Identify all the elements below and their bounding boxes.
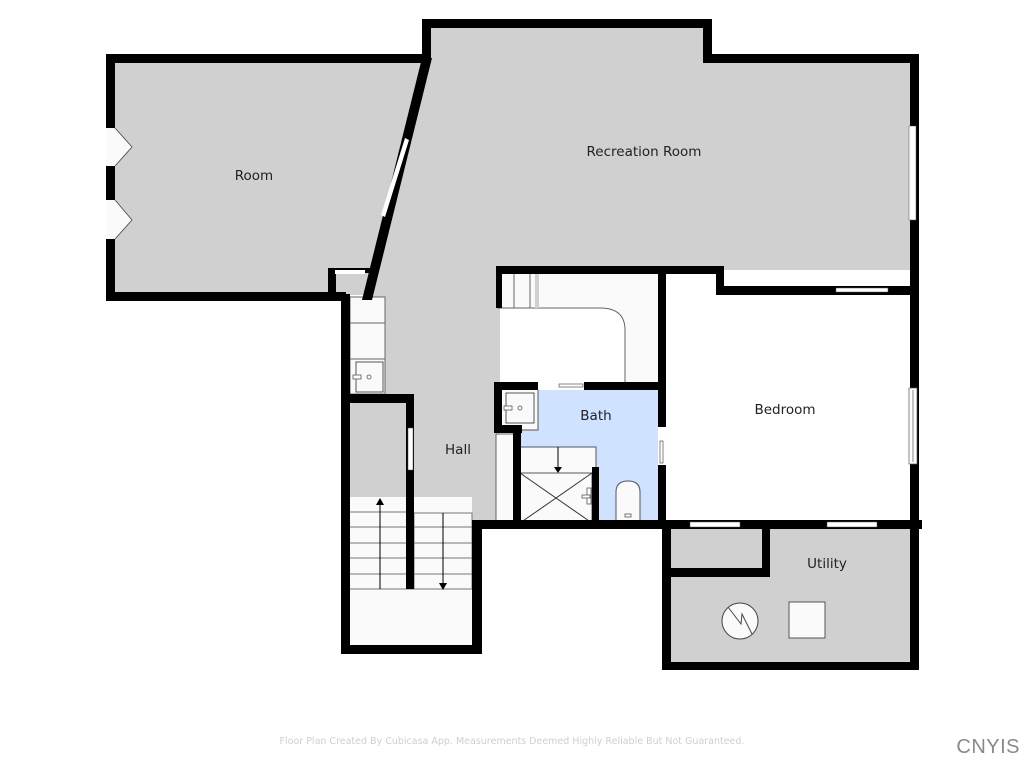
- stairs-down-icon: [413, 512, 473, 590]
- door-icon: [106, 128, 132, 166]
- linen-shelf: [495, 433, 515, 524]
- door-icon: [106, 200, 132, 239]
- bath-label: Bath: [580, 408, 611, 424]
- sink-icon: [352, 361, 384, 393]
- windows: [106, 125, 918, 528]
- closet-floor: [350, 400, 410, 500]
- disclaimer-text: Floor Plan Created By Cubicasa App. Meas…: [279, 736, 745, 747]
- room-label: Room: [235, 168, 273, 184]
- bedroom-label: Bedroom: [754, 402, 815, 418]
- water-heater-icon: [721, 602, 759, 640]
- watermark-logo: CNYIS: [956, 736, 1020, 758]
- room-floor: [112, 60, 426, 295]
- shower-icon: [519, 446, 597, 524]
- toilet-icon: [615, 480, 641, 524]
- sink-icon: [503, 392, 535, 424]
- hall-label: Hall: [445, 442, 471, 458]
- furnace-icon: [788, 601, 826, 639]
- hall-floor: [410, 270, 500, 525]
- bedroom-floor: [664, 270, 914, 525]
- utility-label: Utility: [807, 556, 847, 572]
- kitchen-counter: [497, 269, 661, 386]
- recreation-room-label: Recreation Room: [587, 144, 702, 160]
- recreation-room-floor: [350, 24, 914, 520]
- utility-floor: [668, 528, 914, 666]
